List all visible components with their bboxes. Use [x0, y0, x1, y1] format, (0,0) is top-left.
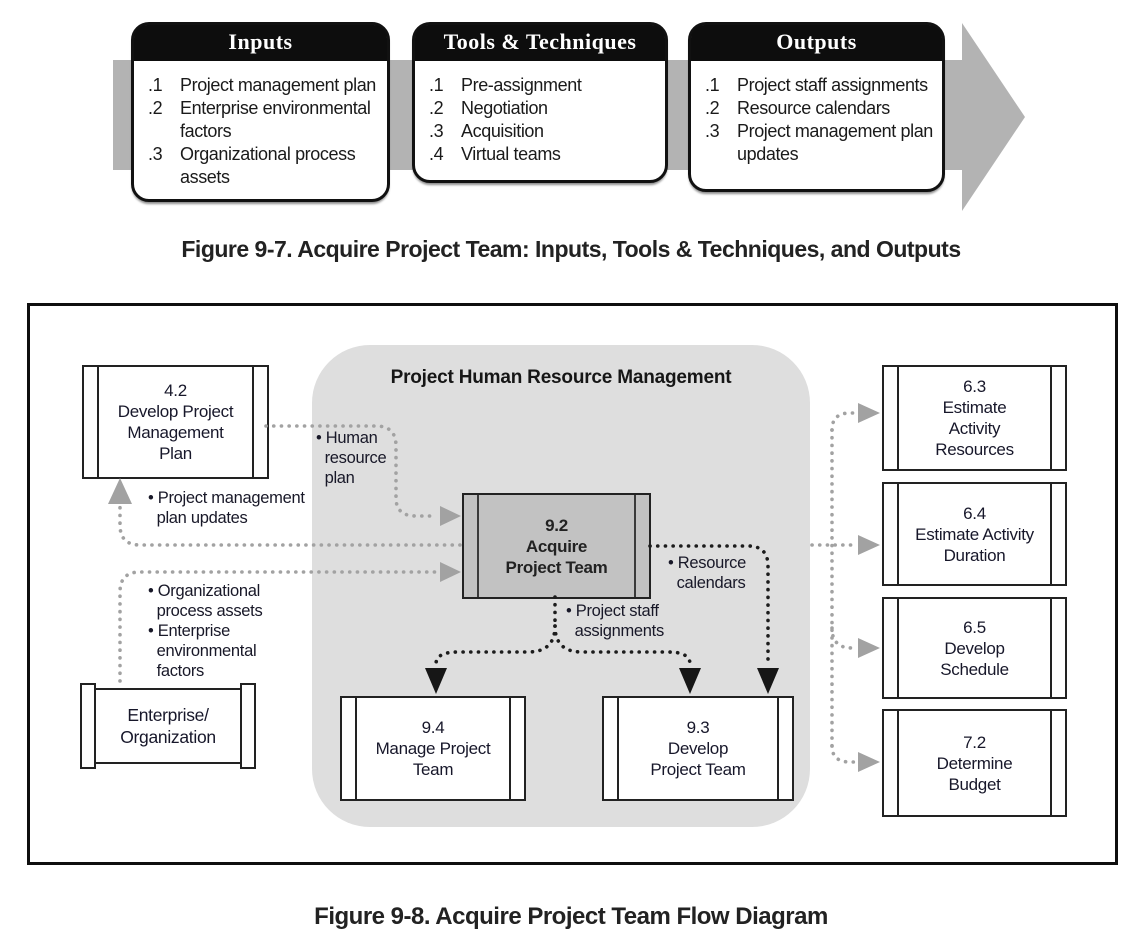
process-box-label: 9.4 Manage Project Team: [375, 718, 491, 779]
item-number: .3: [705, 121, 720, 141]
item-number: .3: [148, 144, 163, 164]
process-box-4-2-develop-pm-plan: 4.2 Develop Project Management Plan: [82, 365, 269, 479]
process-box-side-line: [897, 367, 899, 469]
process-box-6-5-develop-schedule: 6.5 Develop Schedule: [882, 597, 1067, 699]
hr-container-title: Project Human Resource Management: [390, 367, 732, 388]
process-box-label: 9.2 Acquire Project Team: [505, 515, 608, 577]
itto-items-tools: .1 Pre-assignment .2 Negotiation .3 Acqu…: [415, 61, 665, 166]
process-box-7-2-determine-budget: 7.2 Determine Budget: [882, 709, 1067, 817]
itto-arrow-head-icon: [962, 23, 1025, 211]
item-number: .2: [148, 98, 163, 118]
itto-item: .1 Pre-assignment: [429, 74, 657, 97]
enterprise-box-bar: [80, 683, 96, 769]
item-text: Project management plan: [180, 75, 376, 95]
box-enterprise-organization: Enterprise/ Organization: [80, 683, 256, 769]
item-text: Project management plan updates: [737, 121, 933, 164]
item-number: .1: [429, 75, 444, 95]
itto-item: .1 Project staff assignments: [705, 74, 934, 97]
process-box-side-line: [355, 698, 357, 799]
process-box-6-3-estimate-activity-resources: 6.3 Estimate Activity Resources: [882, 365, 1067, 471]
label-human-resource-plan: • Human resource plan: [316, 429, 387, 487]
itto-item: .2 Negotiation: [429, 97, 657, 120]
process-box-label: 4.2 Develop Project Management Plan: [117, 381, 234, 463]
process-box-side-line: [1050, 599, 1052, 697]
process-box-side-line: [634, 495, 636, 597]
itto-box-tools-techniques: Tools & Techniques .1 Pre-assignment .2 …: [412, 22, 668, 183]
item-text: Negotiation: [461, 98, 548, 118]
item-number: .2: [429, 98, 444, 118]
label-resource-calendars: • Resource calendars: [668, 554, 746, 592]
item-number: .2: [705, 98, 720, 118]
itto-header-inputs: Inputs: [134, 25, 387, 61]
itto-header-outputs: Outputs: [691, 25, 942, 61]
process-box-9-2-acquire-project-team: 9.2 Acquire Project Team: [462, 493, 651, 599]
label-pm-plan-updates: • Project management plan updates: [148, 489, 305, 527]
process-box-9-3-develop-project-team: 9.3 Develop Project Team: [602, 696, 794, 801]
itto-box-inputs: Inputs .1 Project management plan .2 Ent…: [131, 22, 390, 202]
process-box-side-line: [252, 367, 254, 477]
process-box-side-line: [777, 698, 779, 799]
itto-items-inputs: .1 Project management plan .2 Enterprise…: [134, 61, 387, 189]
item-number: .1: [148, 75, 163, 95]
process-box-side-line: [897, 599, 899, 697]
enterprise-box-body: Enterprise/ Organization: [93, 688, 243, 764]
item-text: Enterprise environmental factors: [180, 98, 371, 141]
item-number: .3: [429, 121, 444, 141]
item-text: Organizational process assets: [180, 144, 356, 187]
enterprise-box-bar: [240, 683, 256, 769]
process-box-side-line: [477, 495, 479, 597]
process-box-side-line: [97, 367, 99, 477]
itto-item: .3 Acquisition: [429, 120, 657, 143]
process-box-label: 6.4 Estimate Activity Duration: [915, 503, 1034, 565]
itto-item: .1 Project management plan: [148, 74, 379, 97]
process-box-6-4-estimate-activity-duration: 6.4 Estimate Activity Duration: [882, 482, 1067, 586]
item-text: Acquisition: [461, 121, 544, 141]
process-box-side-line: [617, 698, 619, 799]
process-box-label: 6.3 Estimate Activity Resources: [935, 377, 1014, 459]
itto-box-outputs: Outputs .1 Project staff assignments .2 …: [688, 22, 945, 192]
item-number: .1: [705, 75, 720, 95]
itto-items-outputs: .1 Project staff assignments .2 Resource…: [691, 61, 942, 166]
itto-item: .2 Resource calendars: [705, 97, 934, 120]
process-box-label: 6.5 Develop Schedule: [940, 617, 1009, 679]
process-box-label: 7.2 Determine Budget: [936, 732, 1013, 794]
process-box-side-line: [509, 698, 511, 799]
item-text: Project staff assignments: [737, 75, 928, 95]
label-project-staff-assignments: • Project staff assignments: [566, 602, 664, 640]
item-text: Virtual teams: [461, 144, 561, 164]
itto-item: .3 Organizational process assets: [148, 143, 379, 189]
process-box-9-4-manage-project-team: 9.4 Manage Project Team: [340, 696, 526, 801]
process-box-side-line: [897, 484, 899, 584]
item-number: .4: [429, 144, 444, 164]
itto-item: .3 Project management plan updates: [705, 120, 934, 166]
label-org-process-assets: • Organizational process assets • Enterp…: [148, 582, 263, 680]
process-box-side-line: [1050, 367, 1052, 469]
itto-item: .4 Virtual teams: [429, 143, 657, 166]
process-box-side-line: [1050, 711, 1052, 815]
item-text: Pre-assignment: [461, 75, 582, 95]
process-box-side-line: [897, 711, 899, 815]
figure-9-7-caption: Figure 9-7. Acquire Project Team: Inputs…: [181, 236, 961, 262]
item-text: Resource calendars: [737, 98, 890, 118]
figure-9-8-caption: Figure 9-8. Acquire Project Team Flow Di…: [314, 903, 828, 930]
process-box-label: 9.3 Develop Project Team: [650, 718, 746, 779]
itto-item: .2 Enterprise environmental factors: [148, 97, 379, 143]
process-box-side-line: [1050, 484, 1052, 584]
itto-header-tools: Tools & Techniques: [415, 25, 665, 61]
enterprise-box-label: Enterprise/ Organization: [120, 705, 216, 747]
